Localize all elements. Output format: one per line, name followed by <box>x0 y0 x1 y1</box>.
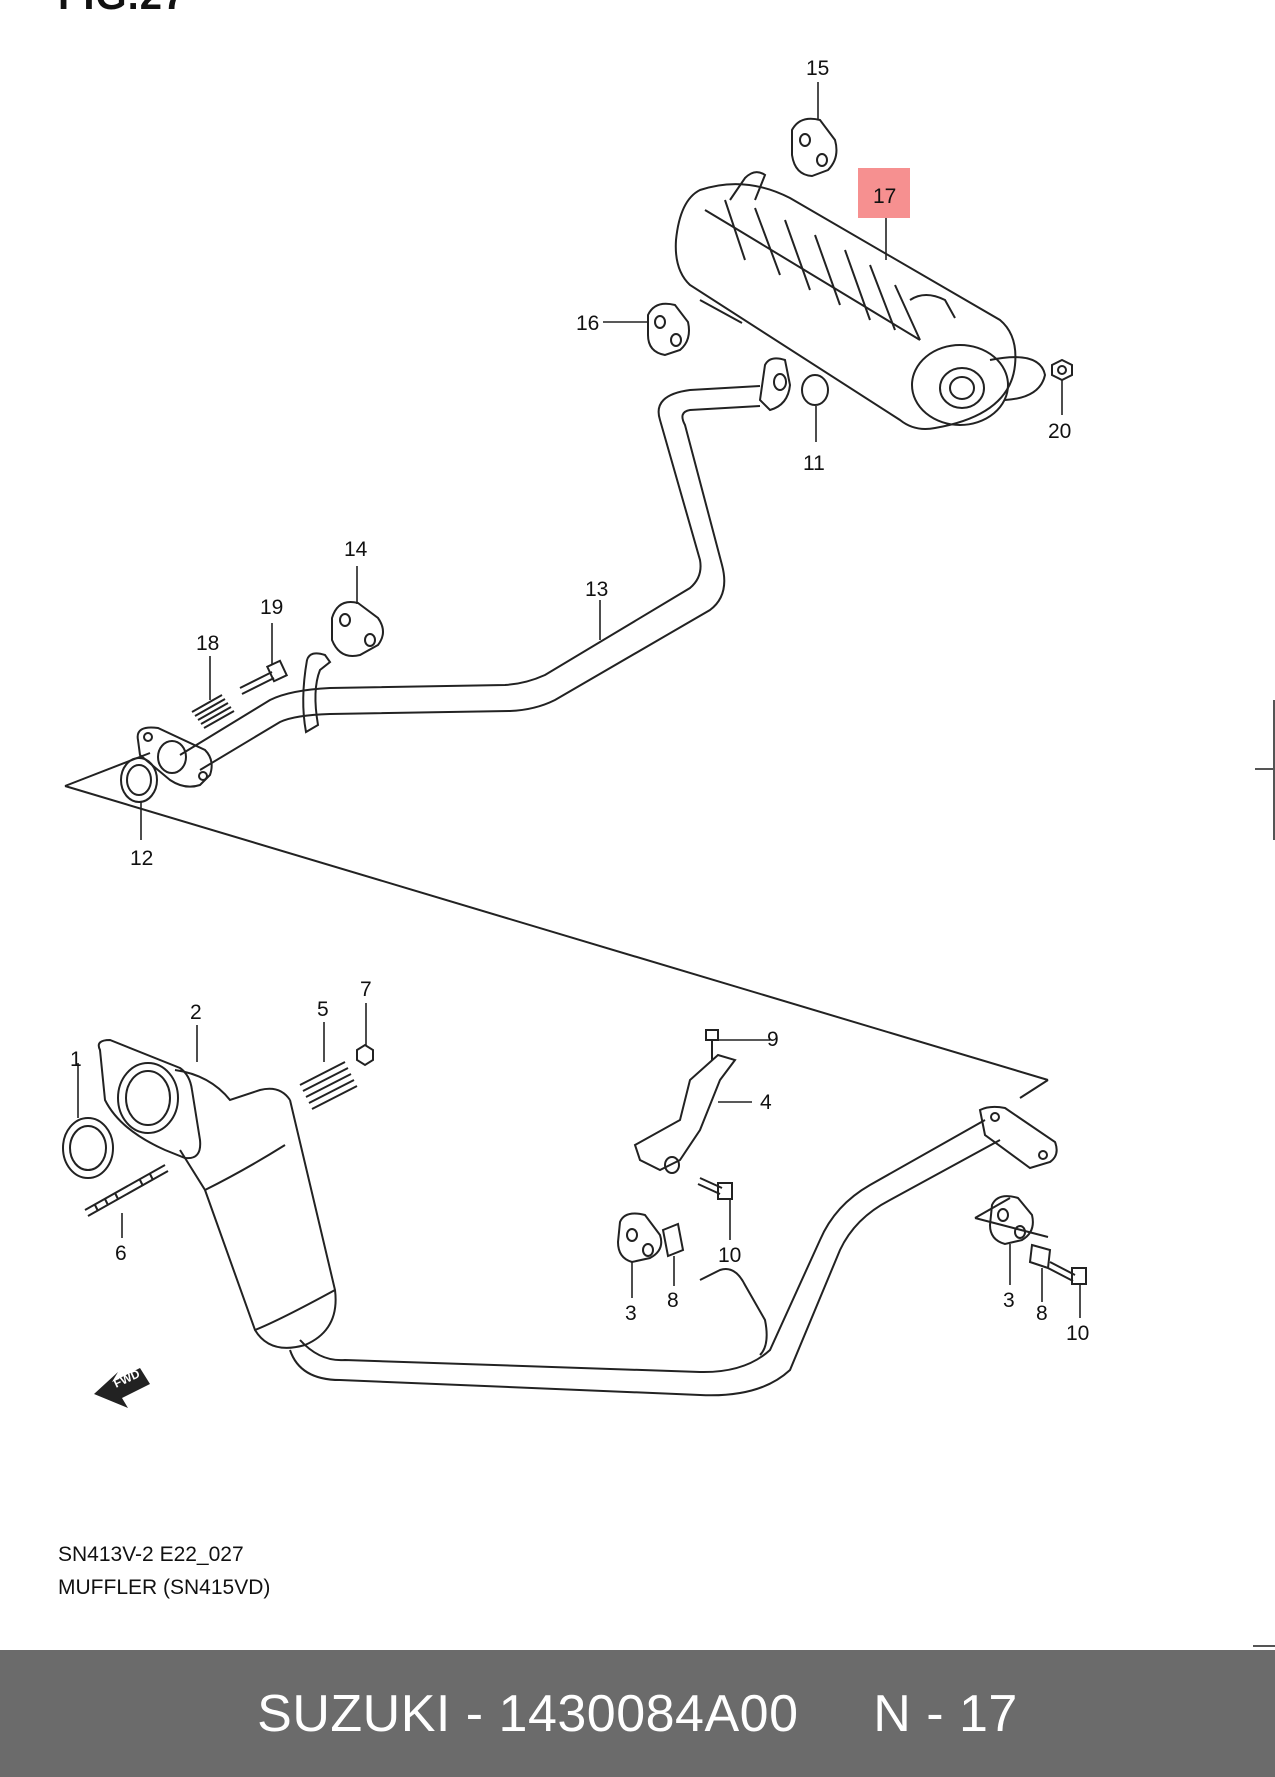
hanger-14 <box>331 601 384 657</box>
page-edge-tick <box>1255 768 1275 770</box>
gasket-11 <box>801 374 829 406</box>
spring-5 <box>299 1061 358 1110</box>
callouts: 15 17 16 20 11 14 13 19 18 12 7 2 5 1 9 … <box>70 57 1089 1345</box>
callout-10-right: 10 <box>1066 1322 1089 1345</box>
page-edge-mark-bottom <box>1253 1645 1275 1647</box>
bolt-10-a <box>697 1177 733 1200</box>
callout-8-right: 8 <box>1036 1302 1048 1325</box>
figure-title: FIG.27 <box>58 0 186 19</box>
callout-20: 20 <box>1048 420 1071 443</box>
diagram-code: SN413V-2 E22_027 <box>58 1543 244 1566</box>
part-number-label: SUZUKI - 1430084A00 N - 17 <box>257 1684 1018 1743</box>
front-flange <box>136 726 213 788</box>
callout-3-left: 3 <box>625 1302 637 1325</box>
page-edge-mark <box>1273 700 1275 840</box>
rear-pipe-13 <box>179 385 761 771</box>
callout-13: 13 <box>585 578 608 601</box>
callout-19: 19 <box>260 596 283 619</box>
footer-bar: SUZUKI - 1430084A00 N - 17 <box>0 1650 1275 1777</box>
callout-3-right: 3 <box>1003 1289 1015 1312</box>
callout-6: 6 <box>115 1242 127 1265</box>
stud-6 <box>84 1164 169 1217</box>
highlight-box-17 <box>858 168 910 218</box>
bolt-10-b <box>1047 1261 1087 1285</box>
callout-11: 11 <box>803 452 825 475</box>
catalytic-converter-2 <box>97 1038 337 1349</box>
bushing-8-b <box>1028 1243 1052 1270</box>
nut-20 <box>1051 358 1073 382</box>
hanger-3-b <box>988 1195 1034 1246</box>
callout-10-left: 10 <box>718 1244 741 1267</box>
hanger-3-a <box>616 1212 663 1264</box>
hanger-16 <box>647 302 690 357</box>
exhaust-system-diagram: FWD 15 17 16 20 11 14 13 19 18 12 7 2 5 … <box>62 57 1089 1408</box>
muffler-17 <box>674 171 1047 430</box>
gasket-1 <box>62 1117 114 1179</box>
leader-lines <box>77 82 1081 1318</box>
diagram-name: MUFFLER (SN415VD) <box>58 1576 271 1599</box>
bushing-8-a <box>661 1222 685 1258</box>
callout-2: 2 <box>190 1001 202 1024</box>
gasket-12 <box>120 757 158 803</box>
callout-12: 12 <box>130 847 153 870</box>
callout-18: 18 <box>196 632 219 655</box>
callout-9: 9 <box>767 1028 779 1051</box>
fwd-arrow-icon: FWD <box>94 1366 150 1408</box>
callout-5: 5 <box>317 998 329 1021</box>
nut-7 <box>356 1043 374 1067</box>
bolt-19 <box>239 659 289 695</box>
callout-14: 14 <box>344 538 368 561</box>
bracket-4 <box>633 1053 737 1174</box>
callout-17: 17 <box>873 185 896 208</box>
callout-16: 16 <box>576 312 599 335</box>
spring-18 <box>191 694 235 729</box>
callout-1: 1 <box>70 1048 82 1071</box>
callout-7: 7 <box>360 978 372 1001</box>
callout-8-left: 8 <box>667 1289 679 1312</box>
callout-15: 15 <box>806 57 829 80</box>
callout-4: 4 <box>760 1091 772 1114</box>
hanger-15 <box>791 117 838 178</box>
front-pipe <box>289 1105 1058 1397</box>
muffler-inlet-flange <box>758 357 792 412</box>
